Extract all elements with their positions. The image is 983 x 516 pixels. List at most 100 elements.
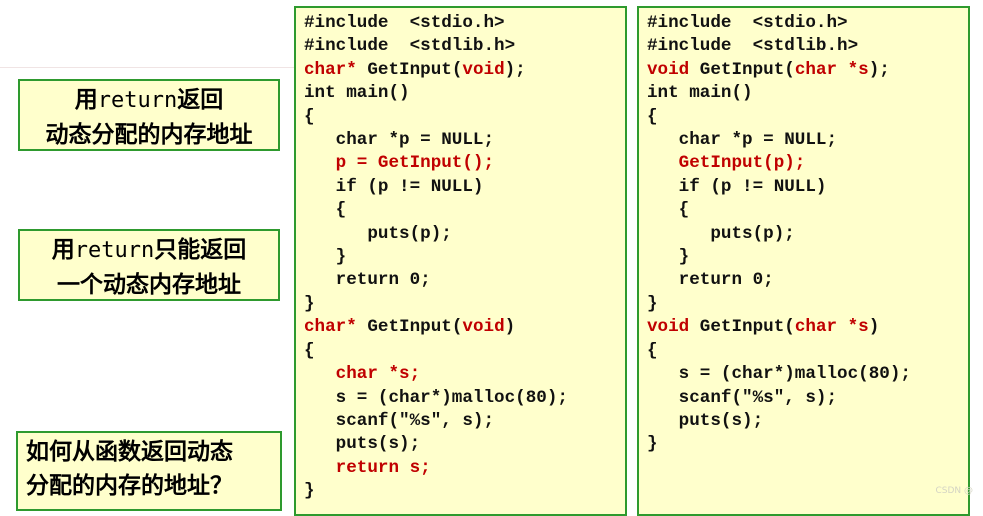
code-line: #include <stdio.h> xyxy=(304,12,625,35)
code-panel-return-pointer: #include <stdio.h>#include <stdlib.h>cha… xyxy=(294,6,627,516)
note-text: 返回 xyxy=(177,87,224,113)
code-text: puts(p); xyxy=(304,223,452,244)
note-text: 一个动态内存地址 xyxy=(57,272,241,298)
code-line: { xyxy=(304,340,625,363)
code-text: } xyxy=(647,434,658,455)
code-text: { xyxy=(647,340,658,361)
code-panel-pointer-param: #include <stdio.h>#include <stdlib.h>voi… xyxy=(637,6,970,516)
code-line: char *s; xyxy=(304,363,625,386)
code-line: } xyxy=(304,246,625,269)
highlighted-code: void xyxy=(647,317,690,338)
code-text: char *p = NULL; xyxy=(304,130,495,151)
code-text: GetInput( xyxy=(356,317,463,338)
code-line: return 0; xyxy=(647,269,968,292)
note-return-dynamic-address: 用return返回 动态分配的内存地址 xyxy=(18,79,280,151)
code-text: scanf("%s", s); xyxy=(647,387,838,408)
code-text: } xyxy=(647,293,658,314)
note-text: 只能返回 xyxy=(154,237,247,263)
code-text: ) xyxy=(504,317,516,338)
highlighted-code: char *s; xyxy=(304,364,421,385)
code-text: } xyxy=(304,481,315,502)
highlighted-code: char *s xyxy=(794,59,869,80)
code-line: scanf("%s", s); xyxy=(647,387,968,410)
code-line: scanf("%s", s); xyxy=(304,410,625,433)
code-line: { xyxy=(647,340,968,363)
code-text: } xyxy=(304,293,315,314)
code-line: char* GetInput(void); xyxy=(304,59,625,82)
note-question: 如何从函数返回动态 分配的内存的地址？ xyxy=(16,431,282,511)
code-text: if (p != NULL) xyxy=(647,176,827,197)
code-line: s = (char*)malloc(80); xyxy=(304,387,625,410)
code-text: GetInput( xyxy=(689,317,795,338)
divider-line xyxy=(0,67,294,68)
code-text: #include <stdio.h> xyxy=(304,13,505,33)
code-line: char *p = NULL; xyxy=(647,129,968,152)
code-line: { xyxy=(304,106,625,129)
code-line: #include <stdlib.h> xyxy=(304,35,625,58)
code-text: return 0; xyxy=(304,270,431,291)
note-text: 用 xyxy=(74,87,98,113)
code-text: { xyxy=(304,106,315,127)
code-text: ) xyxy=(868,317,880,338)
note-text: 如何从函数返回动态 xyxy=(26,439,233,465)
code-line: } xyxy=(304,293,625,316)
code-line: char* GetInput(void) xyxy=(304,316,625,339)
highlighted-code: p = GetInput(); xyxy=(304,153,495,174)
code-line: puts(p); xyxy=(304,223,625,246)
highlighted-code: void xyxy=(647,59,690,80)
code-text: GetInput( xyxy=(689,59,795,80)
code-text: int main() xyxy=(304,83,410,104)
highlighted-code: char* xyxy=(304,59,357,80)
code-text: } xyxy=(304,247,347,268)
highlighted-code: void xyxy=(462,317,505,338)
code-line: #include <stdio.h> xyxy=(647,12,968,35)
code-line: int main() xyxy=(647,82,968,105)
code-line: void GetInput(char *s) xyxy=(647,316,968,339)
code-text: { xyxy=(647,200,690,221)
code-line: } xyxy=(647,293,968,316)
code-text: if (p != NULL) xyxy=(304,176,484,197)
code-text: return 0; xyxy=(647,270,774,291)
note-return-single-address: 用return只能返回 一个动态内存地址 xyxy=(18,229,280,301)
code-text: #include <stdlib.h> xyxy=(647,36,859,57)
note-text: 用 xyxy=(51,237,75,263)
highlighted-code: return s; xyxy=(304,457,431,478)
code-line: puts(s); xyxy=(304,433,625,456)
code-line: int main() xyxy=(304,82,625,105)
code-text: #include <stdlib.h> xyxy=(304,36,516,57)
code-line: GetInput(p); xyxy=(647,152,968,175)
highlighted-code: char* xyxy=(304,317,357,338)
highlighted-code: void xyxy=(462,59,505,80)
code-line: } xyxy=(647,246,968,269)
code-text: puts(p); xyxy=(647,223,795,244)
code-line: if (p != NULL) xyxy=(647,176,968,199)
code-text: ); xyxy=(504,59,526,80)
code-text: { xyxy=(304,340,315,361)
code-text: puts(s); xyxy=(647,410,764,431)
code-line: return s; xyxy=(304,457,625,480)
code-line: { xyxy=(647,106,968,129)
code-line: return 0; xyxy=(304,269,625,292)
watermark: CSDN @ xyxy=(935,486,973,496)
code-text: } xyxy=(647,247,690,268)
code-line: } xyxy=(304,480,625,503)
code-line: char *p = NULL; xyxy=(304,129,625,152)
code-text: scanf("%s", s); xyxy=(304,410,495,431)
code-line: s = (char*)malloc(80); xyxy=(647,363,968,386)
code-text: s = (char*)malloc(80); xyxy=(647,364,911,385)
code-line: { xyxy=(304,199,625,222)
code-text: char *p = NULL; xyxy=(647,130,838,151)
note-text: 动态分配的内存地址 xyxy=(45,122,253,148)
code-line: void GetInput(char *s); xyxy=(647,59,968,82)
code-text: puts(s); xyxy=(304,434,421,455)
code-line: puts(p); xyxy=(647,223,968,246)
code-text: s = (char*)malloc(80); xyxy=(304,387,568,408)
highlighted-code: GetInput(p); xyxy=(647,153,806,174)
code-line: puts(s); xyxy=(647,410,968,433)
code-text: { xyxy=(647,106,658,127)
code-line: if (p != NULL) xyxy=(304,176,625,199)
highlighted-code: char *s xyxy=(794,317,869,338)
note-keyword: return xyxy=(97,88,178,113)
note-keyword: return xyxy=(74,238,155,263)
code-text: #include <stdio.h> xyxy=(647,13,848,33)
